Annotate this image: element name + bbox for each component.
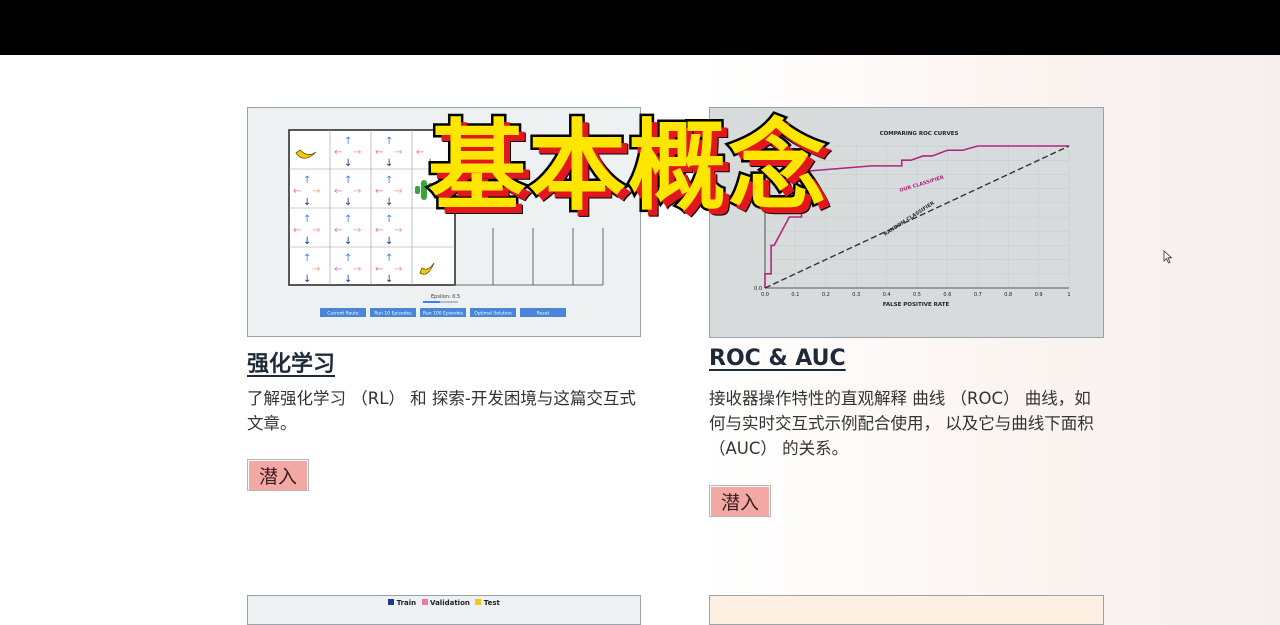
svg-text:←: ← — [375, 147, 383, 158]
svg-text:↑: ↑ — [385, 175, 393, 186]
svg-text:→: → — [394, 225, 402, 236]
svg-text:→: → — [353, 225, 361, 236]
roc-x-tick-label: 0.6 — [943, 292, 951, 298]
thumb-btn-label: Run 100 Episodes — [423, 311, 464, 317]
svg-text:↑: ↑ — [344, 214, 352, 225]
svg-text:↓: ↓ — [385, 197, 393, 208]
svg-text:↓: ↓ — [385, 158, 393, 169]
svg-text:←: ← — [334, 264, 342, 275]
roc-x-tick-label: 1 — [1067, 292, 1070, 298]
roc-dive-button[interactable]: 潜入 — [709, 485, 771, 517]
svg-text:→: → — [394, 264, 402, 275]
svg-text:→: → — [353, 264, 361, 275]
svg-text:↓: ↓ — [344, 158, 352, 169]
svg-text:↑: ↑ — [303, 175, 311, 186]
roc-x-tick-label: 0.1 — [791, 292, 799, 298]
legend-validation: Validation — [430, 599, 470, 607]
roc-x-tick-label: 0.5 — [913, 292, 921, 298]
roc-x-tick-label: 0.7 — [974, 292, 982, 298]
svg-text:→: → — [394, 186, 402, 197]
roc-x-tick-label: 0.8 — [1004, 292, 1012, 298]
roc-x-tick-label: 0.2 — [822, 292, 830, 298]
split-thumbnail[interactable]: Train Validation Test — [247, 595, 641, 625]
svg-text:→: → — [312, 225, 320, 236]
svg-text:↑: ↑ — [303, 253, 311, 264]
roc-series-ours — [764, 145, 1069, 288]
rl-card-description: 了解强化学习 （RL） 和 探索-开发困境与这篇交互式文章。 — [247, 389, 636, 433]
rl-dive-button[interactable]: 潜入 — [247, 459, 309, 491]
svg-text:←: ← — [293, 186, 301, 197]
svg-text:←: ← — [375, 264, 383, 275]
roc-x-axis-label: FALSE POSITIVE RATE — [883, 302, 950, 308]
svg-text:↑: ↑ — [385, 214, 393, 225]
svg-text:→: → — [312, 186, 320, 197]
roc-y-tick-label: 0.0 — [754, 286, 762, 292]
svg-text:↓: ↓ — [385, 274, 393, 285]
roc-series-label-random: RANDOM CLASSIFIER — [883, 200, 936, 237]
roc-x-tick-label: 0.0 — [761, 292, 769, 298]
dive-label: 潜入 — [710, 486, 769, 516]
dive-label: 潜入 — [248, 460, 307, 490]
roc-chart-title: COMPARING ROC CURVES — [880, 131, 959, 137]
svg-text:↓: ↓ — [344, 197, 352, 208]
rl-gridworld-illustration: ↑ ↑ ↑ ↑ ↑ ↑ ↑ ↑ ↑ ↑ ↑ ↓ ↓ ↓ ↓ ↓ ↓ ↓ ↓ ↓ ↓ ↓ ↓ ← ← ← ← ← ← ← ← ← ← ← → → →… — [288, 129, 604, 317]
svg-text:←: ← — [293, 225, 301, 236]
thumb-btn-label: Reset — [537, 311, 550, 317]
svg-text:→: → — [312, 264, 320, 275]
svg-text:←: ← — [334, 147, 342, 158]
mouse-cursor-icon — [1163, 250, 1173, 264]
thumb-btn-label: Current Route — [327, 311, 359, 317]
banana-icon — [295, 149, 317, 159]
next-card-thumbnail[interactable] — [709, 595, 1104, 625]
epsilon-label: Epsilon: 0.5 — [431, 294, 460, 300]
svg-text:←: ← — [416, 147, 424, 158]
roc-x-tick-label: 0.3 — [852, 292, 860, 298]
svg-text:↑: ↑ — [303, 214, 311, 225]
roc-x-tick-label: 0.9 — [1035, 292, 1043, 298]
overlay-title: 基本概念 — [425, 110, 829, 224]
banana-icon — [419, 262, 435, 275]
roc-x-tick-label: 0.4 — [883, 292, 891, 298]
svg-text:↓: ↓ — [385, 236, 393, 247]
svg-text:↑: ↑ — [344, 253, 352, 264]
svg-text:↑: ↑ — [385, 253, 393, 264]
thumb-btn-label: Run 10 Episodes — [374, 311, 412, 317]
legend-train: Train — [396, 599, 417, 607]
svg-text:→: → — [353, 186, 361, 197]
roc-thumbnail[interactable]: COMPARING ROC CURVES 0.0 0.1 0.2 0.3 0.4 0.5 0… — [709, 107, 1104, 338]
svg-text:↑: ↑ — [344, 175, 352, 186]
svg-text:←: ← — [375, 186, 383, 197]
svg-text:←: ← — [375, 225, 383, 236]
svg-text:↓: ↓ — [303, 236, 311, 247]
svg-text:↑: ↑ — [344, 136, 352, 147]
roc-series-random — [764, 145, 1070, 289]
roc-card-description: 接收器操作特性的直观解释 曲线 （ROC） 曲线，如何与实时交互式示例配合使用，… — [709, 389, 1094, 458]
split-legend: Train Validation Test — [248, 599, 640, 607]
rl-thumbnail[interactable]: ↑ ↑ ↑ ↑ ↑ ↑ ↑ ↑ ↑ ↑ ↑ ↓ ↓ ↓ ↓ ↓ ↓ ↓ ↓ ↓ ↓ ↓ ↓ ← ← ← ← ← ← ← ← ← ← ← → → →… — [247, 107, 641, 337]
svg-text:↓: ↓ — [344, 274, 352, 285]
roc-chart: COMPARING ROC CURVES 0.0 0.1 0.2 0.3 0.4 0.5 0… — [754, 131, 1071, 308]
svg-text:↓: ↓ — [303, 197, 311, 208]
legend-test: Test — [483, 599, 500, 607]
svg-text:→: → — [353, 147, 361, 158]
svg-text:↓: ↓ — [426, 158, 434, 169]
svg-text:↓: ↓ — [303, 274, 311, 285]
svg-text:←: ← — [334, 225, 342, 236]
cactus-icon — [421, 180, 427, 200]
svg-text:→: → — [394, 147, 402, 158]
roc-card-title[interactable]: ROC & AUC — [709, 346, 846, 371]
roc-y-tick-label: 1.0 — [754, 144, 762, 150]
svg-text:↑: ↑ — [385, 136, 393, 147]
svg-text:←: ← — [334, 186, 342, 197]
roc-series-label-ours: OUR CLASSIFIER — [899, 175, 945, 194]
rl-card-title[interactable]: 强化学习 — [247, 352, 336, 377]
top-black-bar — [0, 0, 1280, 55]
thumb-btn-label: Optimal Solution — [474, 311, 512, 317]
svg-text:↓: ↓ — [344, 236, 352, 247]
